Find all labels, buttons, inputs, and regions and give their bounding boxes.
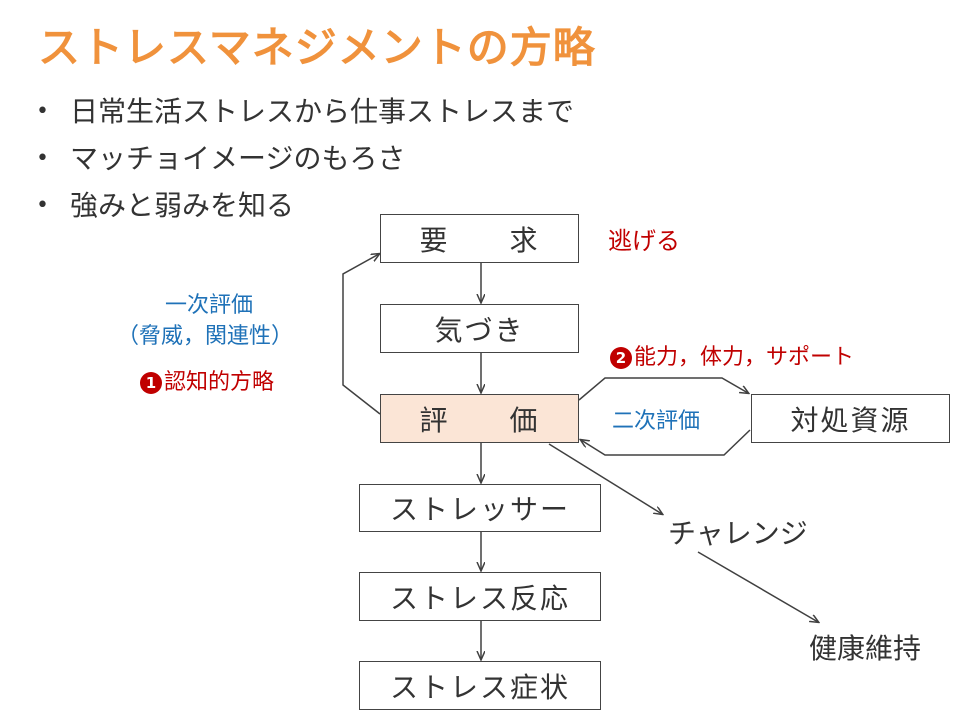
bullet-item: • 強みと弱みを知る [36,182,574,229]
threat-relevance-label: （脅威，関連性） [117,324,294,349]
bullet-text: マッチョイメージのもろさ [70,142,406,175]
challenge-label: チャレンジ [668,517,808,550]
primary-appraisal-label: 一次評価 [165,293,254,318]
page-title: ストレスマネジメントの方略 [38,23,596,72]
appraisal-box: 評 価 [380,394,579,443]
arrow-appraisal-to-resources [578,377,748,401]
arrow-appraisal-to-challenge [548,443,662,514]
arrow-challenge-to-health [697,551,818,622]
cognitive-strategy-text: 認知的方略 [164,370,275,395]
bullet-text: 日常生活ストレスから仕事ストレスまで [70,95,575,128]
bullet-dot: • [36,146,49,171]
secondary-appraisal-label: 二次評価 [612,409,701,434]
bullet-list: • 日常生活ストレスから仕事ストレスまで • マッチョイメージのもろさ • 強みと弱み… [36,88,574,229]
bullet-text: 強みと弱みを知る [70,189,295,222]
arrow-resources-to-appraisal [581,429,751,456]
arrow-primary-appraisal-loop [342,254,380,415]
demand-box: 要 求 [380,214,579,263]
stress-symptom-box: ストレス症状 [359,661,601,710]
stressor-box: ストレッサー [359,484,601,532]
awareness-box: 気づき [380,304,579,353]
number-2-badge: 2 [610,347,632,369]
escape-label: 逃げる [608,227,680,255]
stress-reaction-box: ストレス反応 [359,572,601,621]
health-maintenance-label: 健康維持 [809,632,922,665]
ability-support-text: 能力，体力，サポート [634,345,855,370]
bullet-item: • 日常生活ストレスから仕事ストレスまで [36,88,574,135]
bullet-item: • マッチョイメージのもろさ [36,135,574,182]
coping-resources-box: 対処資源 [751,394,950,443]
bullet-dot: • [36,193,49,218]
number-1-badge: 1 [140,372,162,394]
bullet-dot: • [36,99,49,124]
